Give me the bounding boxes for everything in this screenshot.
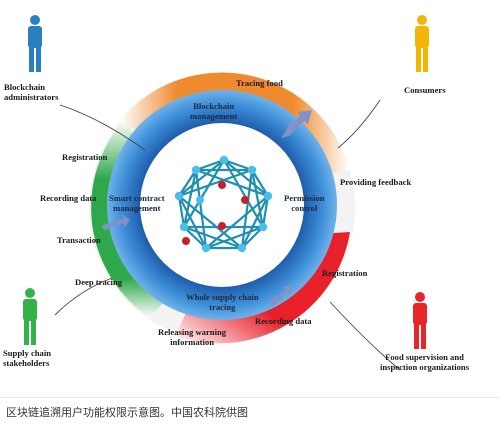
person-icon — [28, 15, 42, 72]
blockchain-permission-diagram — [23, 15, 429, 371]
double-arrow-icon — [268, 286, 292, 306]
caption-divider — [0, 397, 499, 398]
person-icon — [415, 15, 429, 72]
label-transaction: Transaction — [57, 235, 101, 245]
label-providing-feedback: Providing feedback — [340, 177, 412, 187]
double-arrow-icon — [102, 214, 130, 230]
outer-ring-green-segment — [91, 120, 170, 318]
person-icon — [23, 288, 37, 345]
label-permission-control: Permission control — [284, 193, 325, 213]
label-recording-data-left: Recording data — [40, 193, 97, 203]
label-registration-left: Registration — [62, 152, 108, 162]
label-registration-right: Registration — [322, 268, 368, 278]
label-blockchain-management: Blockchain management — [190, 101, 238, 121]
figure-caption: 区块链追溯用户功能权限示意图。中国农科院供图 — [6, 406, 248, 419]
person-icon — [413, 292, 427, 349]
label-whole-supply-chain-tracing: Whole supply chain tracing — [186, 292, 259, 312]
double-arrow-icon — [281, 110, 312, 138]
label-recording-data-bottom: Recording data — [255, 316, 312, 326]
center-disc — [140, 123, 304, 287]
label-tracing-food: Tracing food — [236, 78, 283, 88]
label-releasing-warning: Releasing warning information — [158, 327, 227, 347]
role-connectors — [54, 99, 401, 371]
role-supply-chain-stakeholders: Supply chain stakeholders — [3, 348, 52, 368]
outer-ring-orange-segment — [120, 72, 350, 176]
label-deep-tracing: Deep tracing — [75, 277, 123, 287]
role-food-supervision: Food supervision and inspection organiza… — [380, 352, 470, 372]
role-blockchain-administrators: Blockchain administrators — [4, 82, 59, 102]
role-consumers: Consumers — [404, 85, 446, 95]
label-smart-contract-management: Smart contract management — [109, 193, 165, 213]
network-nodes — [174, 155, 273, 253]
